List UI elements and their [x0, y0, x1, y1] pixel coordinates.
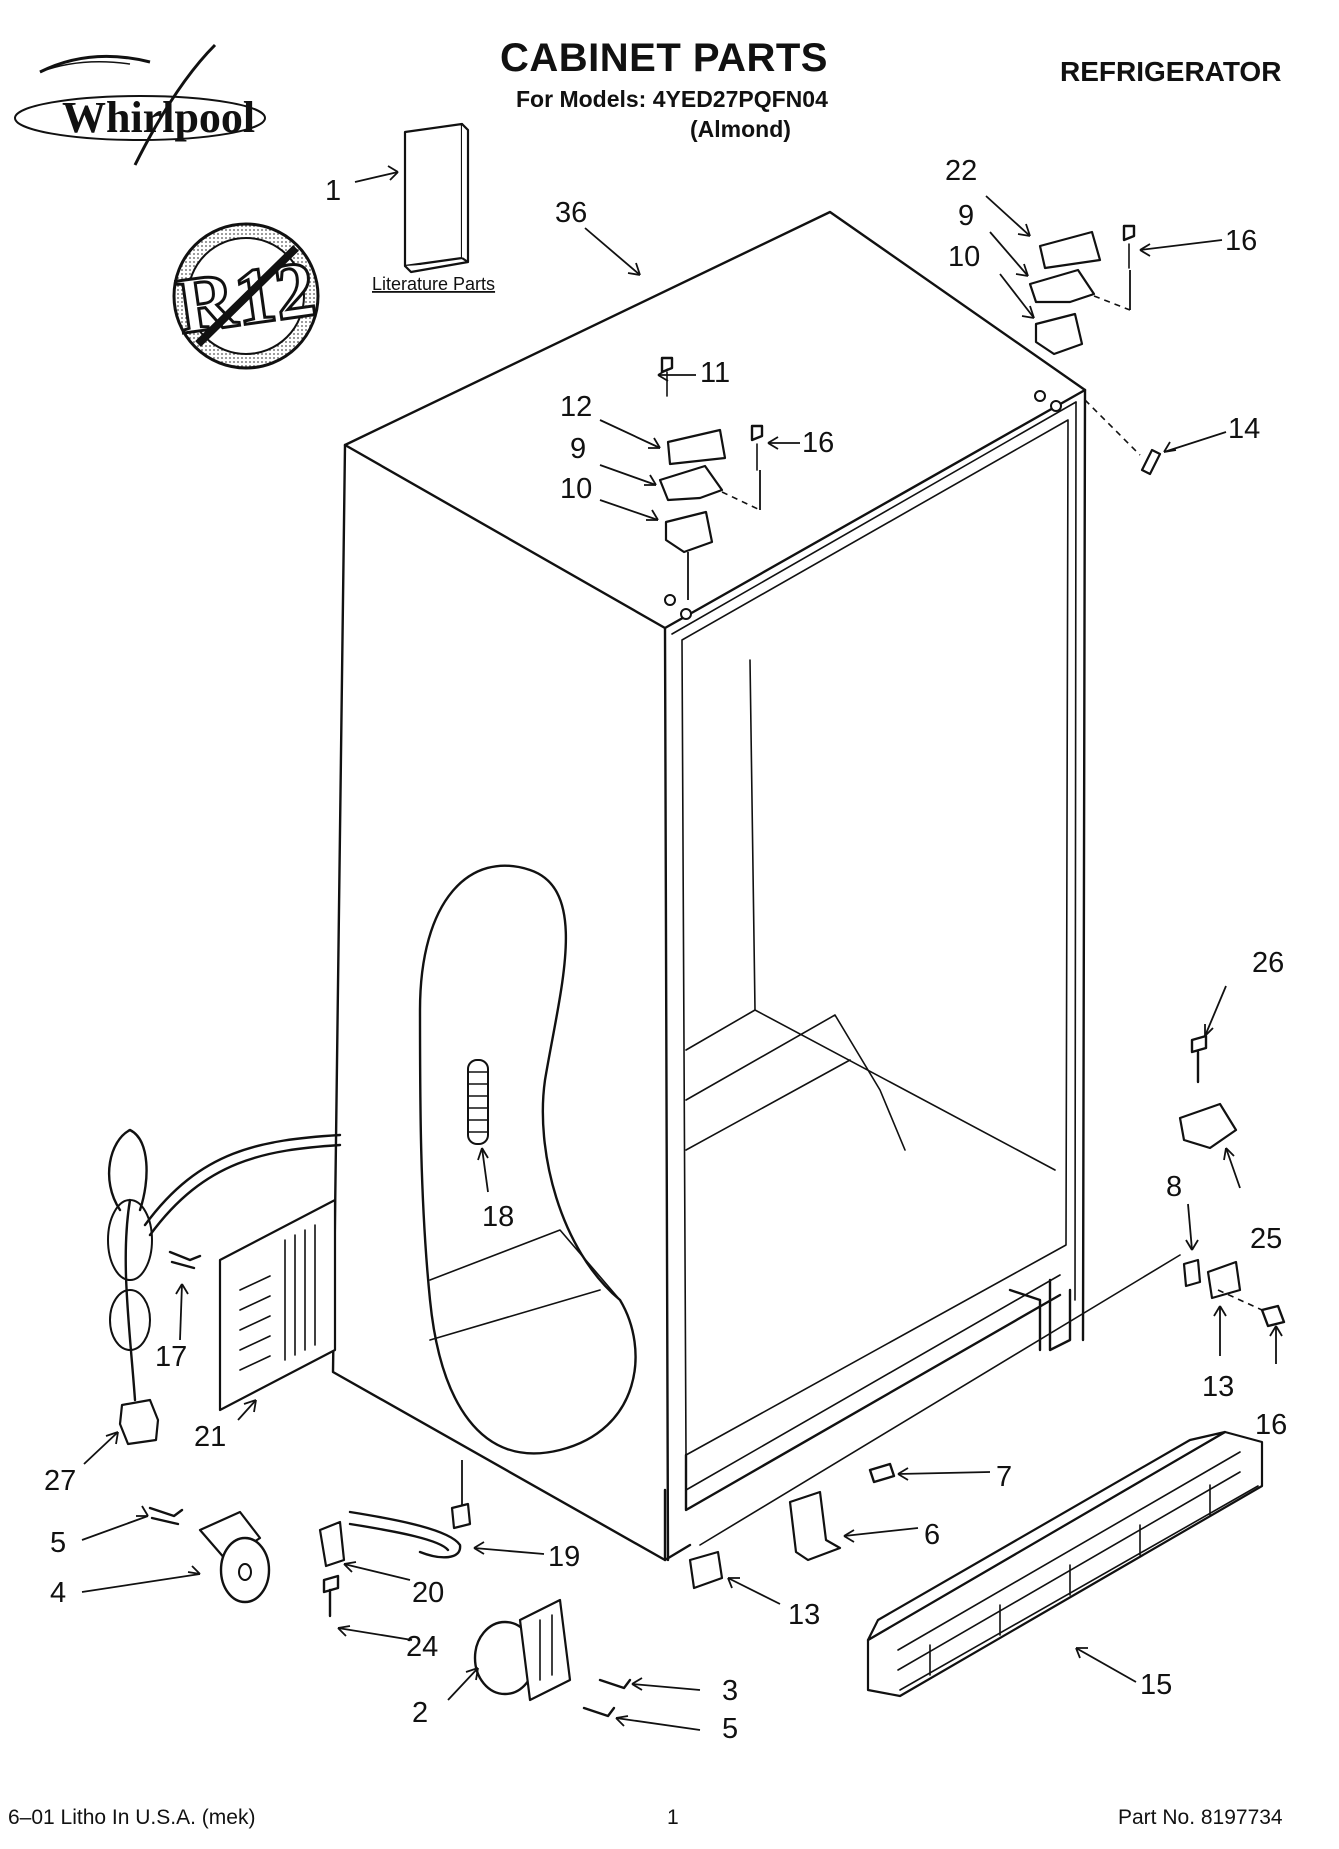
callout-9-right: 9 — [958, 200, 974, 232]
screw-17 — [168, 1250, 202, 1270]
callout-26: 26 — [1252, 947, 1284, 979]
drain-spring — [467, 1059, 489, 1145]
callout-13-lower: 13 — [788, 1599, 820, 1631]
callout-leaders — [81, 165, 1283, 1731]
page-number: 1 — [667, 1806, 679, 1829]
literature-booklet — [403, 122, 470, 274]
callout-16-lower: 16 — [1255, 1409, 1287, 1441]
callout-25: 25 — [1250, 1223, 1282, 1255]
no-r12-badge: R12 — [170, 222, 322, 370]
callout-5-right: 5 — [722, 1713, 738, 1745]
callout-3: 3 — [722, 1675, 738, 1707]
callout-24: 24 — [406, 1631, 438, 1663]
callout-6: 6 — [924, 1519, 940, 1551]
callout-18: 18 — [482, 1201, 514, 1233]
callout-16-mid: 16 — [802, 427, 834, 459]
callout-20: 20 — [412, 1577, 444, 1609]
roller-left — [148, 1506, 271, 1604]
callout-36: 36 — [555, 197, 587, 229]
hinge-pin — [1084, 399, 1162, 476]
model-number: For Models: 4YED27PQFN04 — [516, 86, 828, 112]
water-line — [318, 1460, 472, 1618]
callout-10-left: 10 — [560, 473, 592, 505]
callout-5-left: 5 — [50, 1527, 66, 1559]
leveling-bracket — [788, 1462, 896, 1562]
cabinet-shell — [331, 210, 1181, 1562]
roller-right — [473, 1598, 632, 1718]
side-cutaway — [418, 864, 637, 1455]
whirlpool-logo: Whirlpool — [14, 43, 266, 166]
callout-7: 7 — [996, 1461, 1012, 1493]
callout-numbers: 1 36 22 9 10 16 11 12 16 9 10 14 26 8 25… — [44, 155, 1287, 1745]
toe-grille — [866, 1430, 1264, 1698]
callout-8: 8 — [1166, 1171, 1182, 1203]
literature-parts-label: Literature Parts — [372, 274, 495, 294]
clip-13-lower — [688, 1550, 724, 1590]
part-number: Part No. 8197734 — [1118, 1806, 1283, 1829]
callout-15: 15 — [1140, 1669, 1172, 1701]
callout-4: 4 — [50, 1577, 66, 1609]
callout-10-right: 10 — [948, 241, 980, 273]
callout-9-left: 9 — [570, 433, 586, 465]
model-color: (Almond) — [690, 116, 791, 142]
callout-1: 1 — [325, 175, 341, 207]
callout-17: 17 — [155, 1341, 187, 1373]
callout-14: 14 — [1228, 413, 1260, 445]
print-info: 6–01 Litho In U.S.A. (mek) — [8, 1806, 256, 1829]
callout-11: 11 — [700, 357, 730, 389]
appliance-type: REFRIGERATOR — [1060, 56, 1282, 87]
callout-13-upper: 13 — [1202, 1371, 1234, 1403]
callout-27: 27 — [44, 1465, 76, 1497]
callout-12: 12 — [560, 391, 592, 423]
callout-2: 2 — [412, 1697, 428, 1729]
hinge-right — [1028, 224, 1136, 412]
callout-21: 21 — [194, 1421, 226, 1453]
callout-16-top: 16 — [1225, 225, 1257, 257]
callout-19: 19 — [548, 1541, 580, 1573]
power-cord — [107, 1128, 342, 1446]
brand-wordmark: Whirlpool — [62, 93, 255, 142]
cam-and-screw — [1178, 1034, 1238, 1150]
electrical-cover — [218, 1198, 337, 1412]
rear-bracket — [1182, 1258, 1286, 1328]
page-title: CABINET PARTS — [500, 36, 828, 80]
callout-22: 22 — [945, 155, 977, 187]
hinge-left — [658, 356, 764, 620]
